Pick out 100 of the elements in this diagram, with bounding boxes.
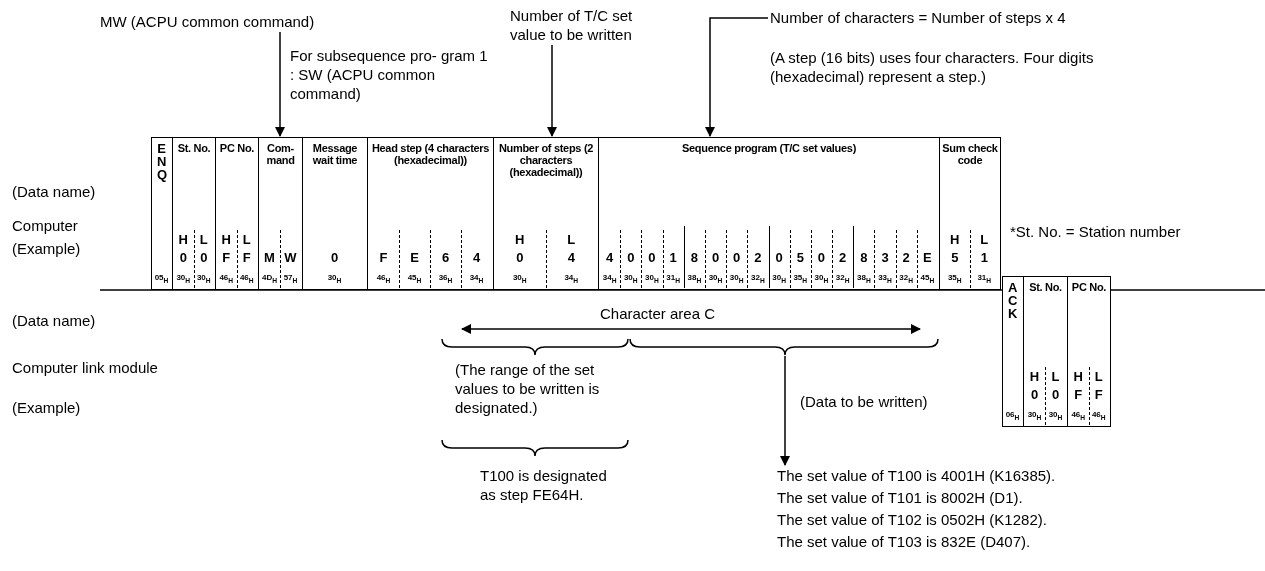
hi-lo-label: H (1072, 369, 1084, 384)
hex-code: 30$_{H}$ (195, 273, 212, 286)
field-name: Head step (4 characters (hexadecimal)) (370, 142, 491, 166)
character-value: 2 (901, 250, 911, 265)
frame-field (302, 137, 368, 290)
character-value: 2 (753, 250, 763, 265)
character-value: 2 (838, 250, 848, 265)
note-text: (A step (16 bits) uses four characters. Four digits (hexadecimal) represent a step.) (770, 48, 1100, 86)
text-label: T100 is designated as step FE64H. (480, 466, 608, 504)
hex-code: 4D$_{H}$ (260, 273, 278, 286)
character-value: 0 (774, 250, 784, 265)
field-name: Sum check code (941, 142, 999, 166)
character-value: 8 (689, 250, 699, 265)
hi-lo-label: H (949, 232, 961, 247)
frame-field (367, 137, 494, 290)
character-value: W (283, 250, 298, 265)
hex-code: 34$_{H}$ (563, 273, 580, 286)
text-label: Computer (12, 216, 79, 235)
hex-code: 33$_{H}$ (877, 273, 893, 286)
hex-code: 30$_{H}$ (813, 273, 830, 286)
character-value: 0 (329, 250, 340, 265)
character-value: 6 (440, 250, 451, 265)
hex-code: 35$_{H}$ (792, 273, 809, 286)
character-value: 4 (566, 250, 576, 265)
frame-field (493, 137, 599, 290)
character-value: 1 (979, 250, 989, 265)
hex-code: 30$_{H}$ (622, 273, 639, 286)
text-label: (Example) (12, 398, 82, 417)
hex-code: 57$_{H}$ (282, 273, 299, 286)
character-value: 4 (471, 250, 482, 265)
character-value: F (241, 250, 252, 265)
arrow (780, 355, 790, 466)
note-text: The set value of T101 is 8002H (D1). (777, 488, 1177, 507)
hex-code: 46$_{H}$ (238, 273, 255, 286)
character-value: 4 (604, 250, 615, 265)
frame-field (258, 137, 303, 290)
hex-code: 34$_{H}$ (468, 273, 485, 286)
hex-code: 34$_{H}$ (601, 273, 618, 286)
character-value: 0 (1050, 387, 1061, 402)
hex-code: 30$_{H}$ (728, 273, 745, 286)
arrow (275, 31, 285, 137)
character-value: 0 (710, 250, 721, 265)
hex-code: 46$_{H}$ (1070, 410, 1087, 423)
hex-code: 32$_{H}$ (898, 273, 915, 286)
hex-code: 31$_{H}$ (665, 273, 681, 286)
hex-code: 30$_{H}$ (1047, 410, 1064, 423)
hi-lo-label: L (241, 232, 252, 247)
character-value: 1 (668, 250, 678, 265)
hex-code: 35$_{H}$ (946, 273, 963, 286)
field-name: PC No. (1070, 281, 1108, 293)
character-value: 0 (647, 250, 657, 265)
character-value: 3 (880, 250, 890, 265)
frame-field (172, 137, 216, 290)
frame-field (1002, 276, 1024, 427)
field-name: Com- mand (265, 142, 296, 166)
hex-code: 46$_{H}$ (375, 273, 392, 286)
character-value: 0 (626, 250, 636, 265)
field-name: St. No. (176, 142, 212, 154)
character-value: 0 (515, 250, 525, 265)
character-value: F (1073, 387, 1084, 402)
hex-code: 31$_{H}$ (976, 273, 993, 286)
text-label: (Example) (12, 239, 82, 258)
field-name: ACK (1008, 281, 1017, 320)
hi-lo-label: L (1093, 369, 1104, 384)
character-value: E (409, 250, 420, 265)
hex-code: 30$_{H}$ (175, 273, 192, 286)
hi-lo-label: L (1050, 369, 1061, 384)
hex-code: 05$_{H}$ (153, 273, 170, 286)
hex-code: 30$_{H}$ (326, 273, 343, 286)
field-name: Message wait time (311, 142, 359, 166)
text-label: (Data name) (12, 182, 97, 201)
frame-field (939, 137, 1001, 290)
arrow (547, 44, 557, 137)
hex-code: 38$_{H}$ (686, 273, 703, 286)
hi-lo-label: L (979, 232, 990, 247)
hi-lo-label: L (198, 232, 209, 247)
character-value: 5 (795, 250, 805, 265)
hex-code: 32$_{H}$ (834, 273, 851, 286)
hex-code: 30$_{H}$ (511, 273, 528, 286)
character-value: 0 (178, 250, 188, 265)
hex-code: 30$_{H}$ (644, 273, 660, 286)
field-name: Number of steps (2 characters (hexadecimal)) (497, 142, 595, 178)
frame-field (151, 137, 173, 290)
hi-lo-label: H (220, 232, 232, 247)
character-value: F (378, 250, 389, 265)
character-value: 0 (199, 250, 209, 265)
character-value: 0 (732, 250, 742, 265)
frame-field (598, 137, 940, 290)
character-value: 0 (1029, 387, 1040, 402)
note-text: The set value of T103 is 832E (D407). (777, 532, 1177, 551)
hex-code: 06$_{H}$ (1004, 410, 1021, 423)
text-label: Computer link module (12, 358, 159, 377)
hi-lo-label: L (566, 232, 577, 247)
frame-field (1067, 276, 1111, 427)
text-label: *St. No. = Station number (1010, 222, 1182, 241)
hex-code: 32$_{H}$ (750, 273, 766, 286)
text-label: (The range of the set values to be written is designated.) (455, 360, 601, 417)
character-value: E (922, 250, 933, 265)
field-name: ENQ (157, 142, 166, 181)
hex-code: 30$_{H}$ (707, 273, 724, 286)
